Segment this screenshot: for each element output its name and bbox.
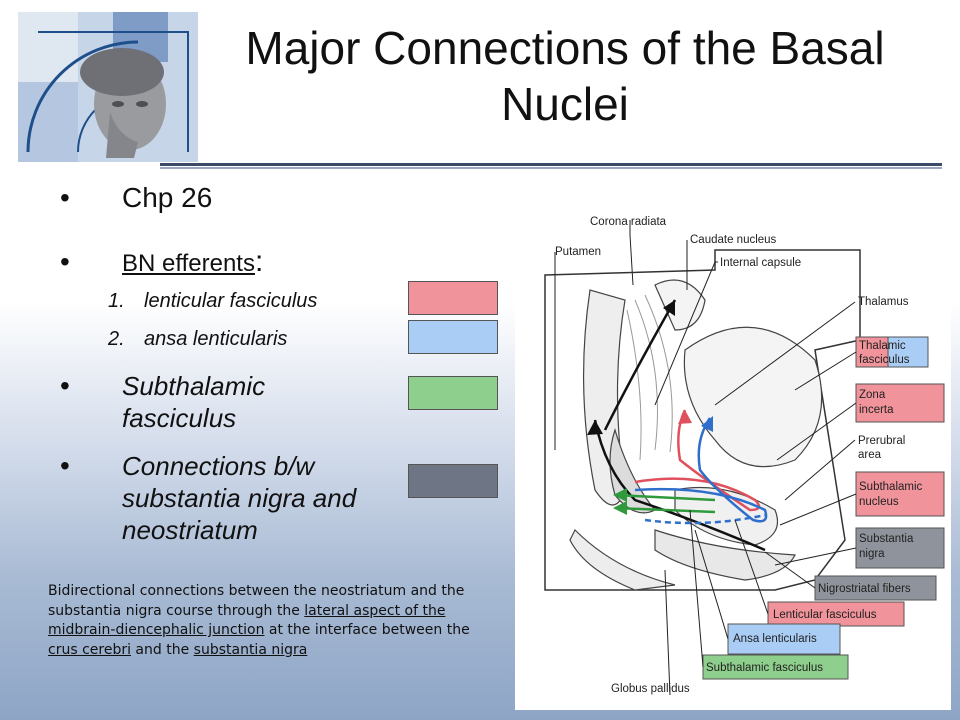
leader-corona-radiata (629, 220, 634, 286)
note-text-2: at the interface between the (264, 622, 470, 638)
subthalamic-fasciculus-path (614, 493, 716, 502)
leader-thalamus (714, 301, 856, 406)
leader-thalamic-fasciculus (794, 351, 857, 391)
note-link-substantia-nigra: substantia nigra (193, 641, 308, 658)
caudate-outline (654, 279, 706, 331)
bullet-dot: • (60, 246, 70, 277)
subthalamic-fasciculus-arrowhead-left (613, 488, 627, 502)
efferents-colon: : (254, 245, 264, 278)
sub-item-text: ansa lenticularis (144, 328, 288, 350)
box-leader-lines (689, 351, 857, 668)
box-thalamic-fasciculus-pink (855, 336, 889, 368)
title-divider-shadow (160, 167, 942, 169)
title-divider (160, 163, 942, 166)
bullet-dot: • (60, 182, 70, 213)
swatch-lenticular-fasciculus (408, 281, 498, 315)
section-outline (544, 249, 861, 591)
sub-item-number: 1. (108, 290, 125, 312)
label-prerubral-line2: area (858, 449, 882, 461)
page-title: Major Connections of the Basal Nuclei (245, 22, 885, 130)
leader-globus-pallidus (664, 569, 671, 696)
subthalamic-fasciculus-path-2 (614, 506, 716, 514)
label-caudate-nucleus: Caudate nucleus (690, 234, 777, 246)
bullet-subthalamic-text: Subthalamic fasciculus (122, 371, 266, 433)
bullet-efferents-text: BN efferents: (122, 246, 412, 280)
substantia-nigra-outline (654, 529, 796, 581)
swatch-nigrostriatal (408, 464, 498, 498)
efferents-label: BN efferents (122, 250, 255, 277)
label-thalamic-fasciculus-line1: Thalamic (859, 340, 906, 352)
leader-internal-capsule (654, 261, 718, 406)
label-internal-capsule: Internal capsule (720, 257, 801, 269)
bullet-chapter-text: Chp 26 (122, 182, 213, 213)
note-text-1: Bidirectional connections between the ne… (48, 583, 465, 619)
nigrostriatal-arrowhead (587, 420, 603, 435)
sub-item-text: lenticular fasciculus (144, 290, 318, 312)
leader-subthalamic-nucleus (779, 493, 857, 526)
label-subthalamic-fasciculus: Subthalamic fasciculus (706, 662, 823, 674)
basal-nuclei-diagram: Corona radiata Caudate nucleus Putamen I… (544, 216, 945, 696)
leader-lenticular (734, 519, 769, 615)
leader-prerubral (784, 439, 856, 501)
lenticular-fasciculus-path (634, 409, 761, 512)
label-subthalamic-nucleus-line2: nucleus (859, 496, 899, 508)
leader-ansa (694, 529, 729, 640)
label-zona-incerta-line1: Zona (859, 389, 886, 401)
striatonigral-arrowhead (663, 300, 675, 316)
internal-capsule-lines (626, 294, 673, 461)
nigrostriatal-fibers-path (593, 419, 766, 552)
thalamus-outline (683, 326, 823, 468)
leader-subthalamic-fasciculus (689, 509, 704, 668)
label-substantia-nigra-line1: Substantia (859, 533, 914, 545)
bullet-connections-text: Connections b/w substantia nigra and neo… (122, 451, 357, 545)
label-thalamic-fasciculus-line2: fasciculus (859, 354, 910, 366)
note-text-3: and the (130, 641, 194, 658)
leader-substantia-nigra (774, 547, 857, 566)
diagram-panel: Corona radiata Caudate nucleus Putamen I… (515, 190, 951, 710)
label-nigrostriatal-fibers: Nigrostriatal fibers (818, 583, 911, 595)
caption-note: Bidirectional connections between the ne… (48, 582, 478, 660)
label-ansa-lenticularis: Ansa lenticularis (733, 633, 817, 645)
label-lenticular-fasciculus: Lenticular fasciculus (773, 609, 877, 621)
logo-graphic (18, 12, 198, 162)
crus-cerebri-outline (569, 528, 676, 591)
pallidonigral-dashed-path (644, 513, 766, 525)
label-prerubral-line1: Prerubral (858, 435, 905, 447)
box-substantia-nigra (855, 527, 945, 569)
label-zona-incerta-line2: incerta (859, 404, 894, 416)
label-thalamus: Thalamus (858, 296, 909, 308)
box-subthalamic-nucleus (855, 471, 945, 517)
leader-nigrostriatal (764, 551, 816, 589)
ansa-arrowhead (701, 416, 713, 432)
bullet-dot: • (60, 370, 70, 401)
note-link-lateral-aspect: lateral aspect of the midbrain-diencepha… (48, 602, 446, 639)
label-putamen: Putamen (555, 246, 601, 258)
label-globus-pallidus: Globus pallidus (611, 683, 690, 695)
lenticular-arrowhead (678, 410, 692, 424)
box-thalamic-fasciculus-blue (887, 336, 929, 368)
striatonigral-path (603, 299, 677, 431)
label-substantia-nigra-line2: nigra (859, 548, 885, 560)
label-subthalamic-nucleus-line1: Subthalamic (859, 481, 923, 493)
note-link-crus-cerebri: crus cerebri (48, 641, 131, 658)
ansa-lenticularis-path (634, 417, 768, 523)
sub-item-number: 2. (108, 328, 125, 350)
swatch-subthalamic-fasciculus (408, 376, 498, 410)
leader-zona-incerta (776, 402, 857, 461)
label-corona-radiata: Corona radiata (590, 216, 667, 228)
leader-lines (554, 220, 856, 696)
swatch-ansa-lenticularis (408, 320, 498, 354)
subthalamic-fasciculus-arrowhead-left-2 (613, 501, 627, 515)
box-subthalamic-fasciculus (702, 654, 849, 680)
box-zona-incerta (855, 383, 945, 423)
logo (18, 12, 198, 162)
bullet-dot: • (60, 450, 70, 481)
